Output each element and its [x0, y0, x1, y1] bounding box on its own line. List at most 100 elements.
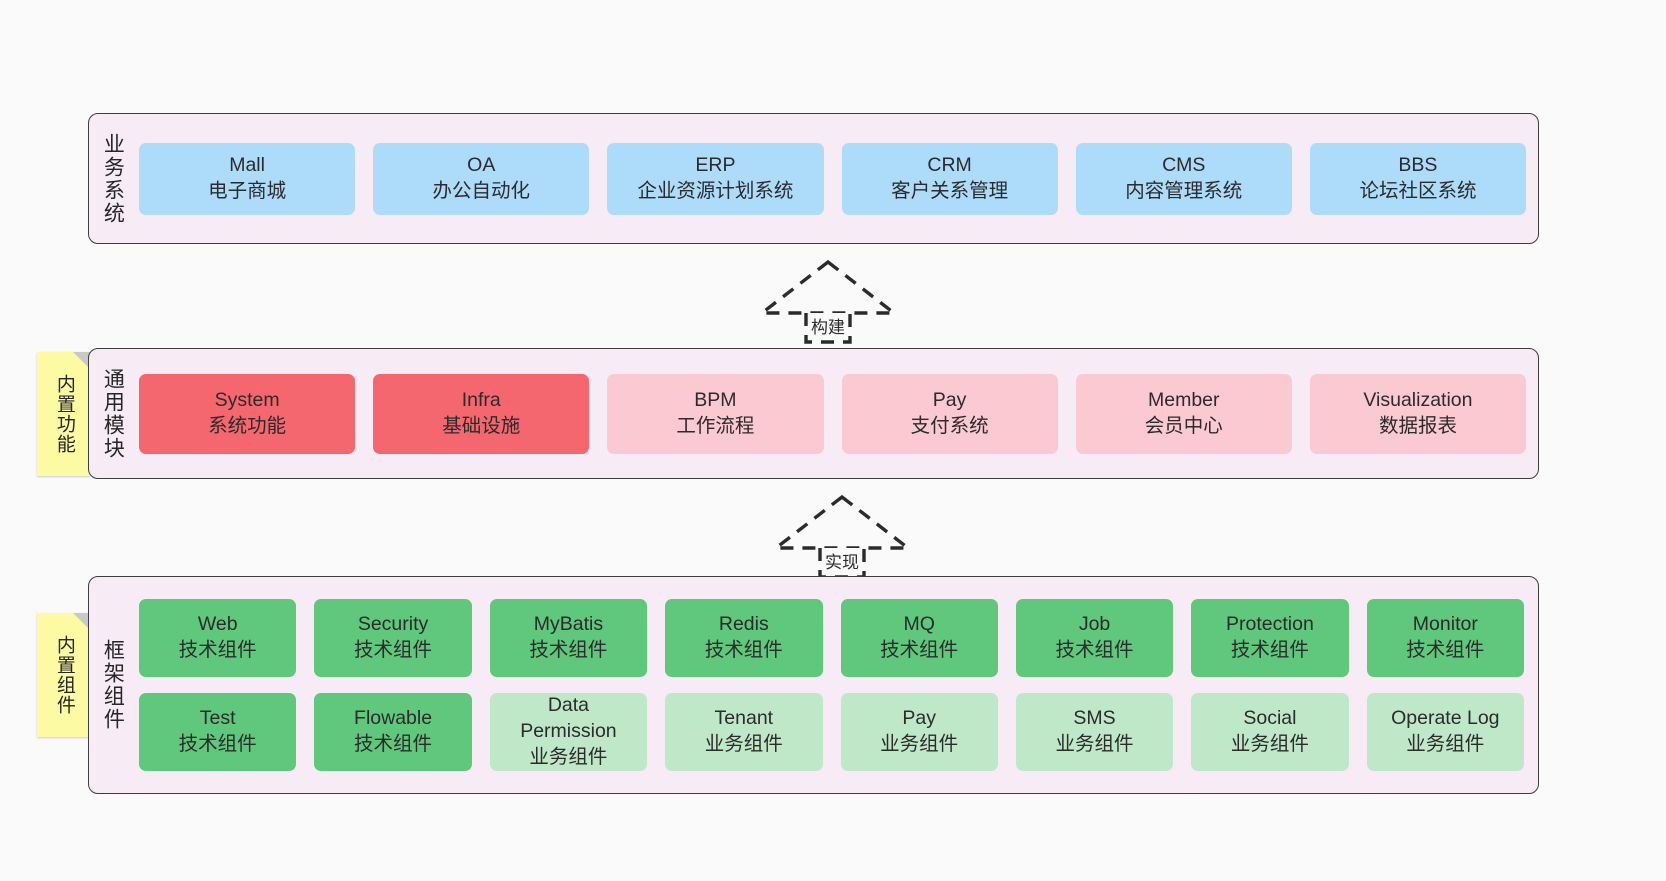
card-sms[interactable]: SMS 业务组件 [1015, 693, 1174, 771]
card-monitor[interactable]: Monitor 技术组件 [1366, 599, 1524, 677]
card-subtitle: 业务组件 [1055, 733, 1134, 755]
card-title: Operate Log [1391, 707, 1500, 730]
sticky-note-label: 内置组件 [53, 635, 75, 715]
sticky-fold-corner-icon [73, 352, 90, 369]
card-subtitle: 系统功能 [208, 414, 287, 437]
card-title: BPM [694, 388, 737, 411]
card-operate-log[interactable]: Operate Log 业务组件 [1366, 693, 1524, 771]
card-subtitle: 技术组件 [1055, 639, 1134, 661]
card-visualization[interactable]: Visualization 数据报表 [1309, 373, 1527, 454]
card-job[interactable]: Job 技术组件 [1015, 599, 1174, 677]
card-title: MyBatis [533, 613, 604, 636]
card-title: Flowable [354, 707, 433, 730]
connector-label-implement: 实现 [824, 548, 860, 573]
card-title: Tenant [714, 707, 774, 730]
common-card-list: System 系统功能 Infra 基础设施 BPM 工作流程 Pay 支付系统… [135, 349, 1538, 478]
card-system[interactable]: System 系统功能 [139, 373, 356, 454]
card-title: Security [357, 613, 429, 636]
sticky-note-builtin-component: 内置组件 [37, 613, 90, 737]
card-subtitle: 企业资源计划系统 [637, 179, 794, 202]
card-title: Mall [229, 153, 265, 176]
framework-row-business: Test 技术组件 Flowable 技术组件 Data Permission … [139, 693, 1524, 771]
card-data-permission[interactable]: Data Permission 业务组件 [489, 693, 648, 771]
layer-label-business: 业务系统 [101, 132, 125, 225]
card-subtitle: 技术组件 [178, 639, 257, 661]
card-title: Data [547, 694, 590, 717]
card-title: OA [467, 153, 496, 176]
card-title-line2: Permission [520, 720, 617, 743]
framework-card-grid: Web 技术组件 Security 技术组件 MyBatis 技术组件 Redi… [135, 577, 1538, 793]
sticky-note-builtin-function: 内置功能 [37, 352, 90, 476]
card-infra[interactable]: Infra 基础设施 [373, 373, 590, 454]
hollow-triangle-arrowhead [757, 259, 899, 315]
card-subtitle: 业务组件 [1406, 733, 1485, 755]
card-title: MQ [903, 613, 935, 636]
card-mybatis[interactable]: MyBatis 技术组件 [489, 599, 648, 677]
layer-label-common: 通用模块 [101, 367, 125, 460]
card-security[interactable]: Security 技术组件 [314, 599, 472, 677]
card-subtitle: 电子商城 [208, 179, 287, 202]
card-mall[interactable]: Mall 电子商城 [139, 142, 356, 215]
card-bbs[interactable]: BBS 论坛社区系统 [1309, 142, 1527, 215]
card-subtitle: 技术组件 [704, 639, 783, 661]
business-card-list: Mall 电子商城 OA 办公自动化 ERP 企业资源计划系统 CRM 客户关系… [135, 114, 1538, 243]
connector-implement: 实现 [771, 493, 913, 579]
card-subtitle: 基础设施 [442, 414, 521, 437]
card-pay-business[interactable]: Pay 业务组件 [840, 693, 998, 771]
card-title: System [214, 388, 280, 411]
card-subtitle: 技术组件 [354, 639, 433, 661]
card-title: ERP [695, 153, 736, 176]
card-subtitle: 技术组件 [1230, 639, 1309, 661]
card-subtitle: 技术组件 [354, 733, 433, 755]
card-title: Member [1148, 388, 1220, 411]
card-subtitle: 工作流程 [676, 414, 755, 437]
card-subtitle: 技术组件 [1406, 639, 1485, 661]
card-title: CMS [1162, 153, 1206, 176]
card-subtitle: 客户关系管理 [891, 179, 1009, 202]
card-oa[interactable]: OA 办公自动化 [373, 142, 590, 215]
card-title: Job [1078, 613, 1111, 636]
card-title: Social [1243, 707, 1297, 730]
card-cms[interactable]: CMS 内容管理系统 [1075, 142, 1292, 215]
card-title: BBS [1398, 153, 1438, 176]
sticky-note-label: 内置功能 [53, 374, 75, 454]
sticky-fold-corner-icon [73, 613, 90, 630]
card-crm[interactable]: CRM 客户关系管理 [841, 142, 1058, 215]
card-redis[interactable]: Redis 技术组件 [665, 599, 823, 677]
card-subtitle: 内容管理系统 [1125, 179, 1243, 202]
card-tenant[interactable]: Tenant 业务组件 [665, 693, 823, 771]
card-subtitle: 数据报表 [1378, 414, 1457, 437]
card-test[interactable]: Test 技术组件 [139, 693, 297, 771]
layer-label-framework: 框架组件 [101, 639, 125, 731]
card-bpm[interactable]: BPM 工作流程 [607, 373, 824, 454]
card-subtitle: 业务组件 [1230, 733, 1309, 755]
card-subtitle: 办公自动化 [432, 179, 531, 202]
card-subtitle: 业务组件 [529, 745, 608, 768]
card-subtitle: 支付系统 [910, 414, 989, 437]
card-title: Protection [1226, 613, 1314, 636]
dashed-stem [804, 313, 852, 344]
card-title: SMS [1073, 707, 1116, 730]
card-subtitle: 技术组件 [529, 639, 608, 661]
card-social[interactable]: Social 业务组件 [1191, 693, 1349, 771]
card-member[interactable]: Member 会员中心 [1075, 373, 1292, 454]
card-title: Pay [932, 388, 967, 411]
card-title: Monitor [1412, 613, 1478, 636]
card-subtitle: 业务组件 [880, 733, 959, 755]
card-subtitle: 技术组件 [178, 733, 257, 755]
card-title: CRM [927, 153, 972, 176]
card-title: Pay [902, 707, 936, 730]
card-protection[interactable]: Protection 技术组件 [1191, 599, 1349, 677]
framework-row-tech: Web 技术组件 Security 技术组件 MyBatis 技术组件 Redi… [139, 599, 1524, 677]
connector-label-build: 构建 [810, 313, 846, 338]
card-flowable[interactable]: Flowable 技术组件 [314, 693, 472, 771]
layer-common-module: 通用模块 System 系统功能 Infra 基础设施 BPM 工作流程 Pay… [88, 348, 1539, 479]
card-mq[interactable]: MQ 技术组件 [840, 599, 998, 677]
card-title: Visualization [1363, 388, 1473, 411]
connector-build: 构建 [757, 258, 899, 344]
card-subtitle: 技术组件 [880, 639, 959, 661]
card-web[interactable]: Web 技术组件 [139, 599, 297, 677]
card-subtitle: 会员中心 [1144, 414, 1223, 437]
card-pay[interactable]: Pay 支付系统 [841, 373, 1058, 454]
card-erp[interactable]: ERP 企业资源计划系统 [607, 142, 824, 215]
